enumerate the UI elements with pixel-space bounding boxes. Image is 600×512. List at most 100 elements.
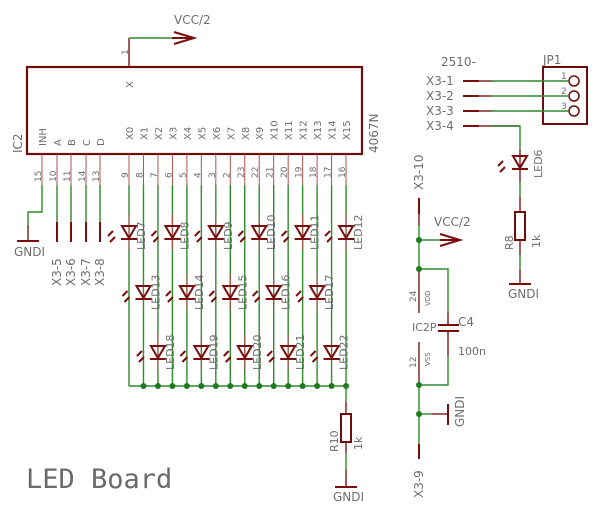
light-arrow-icon (136, 350, 143, 357)
channel-pin-label: X11 (284, 120, 295, 140)
header-pin-pad (568, 75, 580, 87)
channel-pin-label: X10 (270, 120, 281, 140)
channel-pin-label: X14 (328, 120, 339, 140)
light-arrow-icon (311, 356, 319, 363)
junction (328, 383, 335, 389)
channel-pin-label: X1 (139, 127, 150, 140)
light-arrow-icon (196, 236, 203, 243)
ic2-common-pin-number: 1 (121, 49, 131, 55)
channel-pin-label: X6 (212, 127, 223, 140)
led-name: LED14 (193, 274, 206, 310)
header-connector-label: X3-2 (426, 89, 454, 103)
channel-pin-number: 16 (338, 166, 348, 178)
power-ic-part: IC2P (412, 321, 437, 334)
light-arrow-icon (165, 290, 172, 297)
junction (227, 383, 234, 389)
led-symbol (295, 274, 326, 310)
junction (256, 383, 263, 389)
vss-pin-number: 12 (409, 357, 419, 368)
header-connector-label: X3-4 (426, 119, 454, 133)
light-arrow-icon (121, 290, 129, 297)
led-symbol (223, 334, 254, 370)
led-name: LED7 (135, 221, 148, 250)
channel-pin-number: 9 (121, 172, 131, 178)
control-connector-label: X3-6 (64, 258, 78, 286)
control-pin-number: 14 (78, 170, 88, 182)
r10-body (340, 413, 352, 443)
light-arrow-icon (280, 230, 288, 237)
junction (212, 383, 219, 389)
junction (299, 383, 306, 389)
control-connector-label: X3-8 (93, 258, 107, 286)
channel-pin-label: X5 (197, 127, 208, 140)
light-arrow-icon (194, 230, 201, 237)
control-connector-label: X3-7 (79, 258, 93, 286)
light-arrow-icon (181, 356, 189, 363)
control-pin-number: 10 (49, 170, 59, 182)
led-name: LED9 (222, 221, 235, 250)
light-arrow-icon (309, 350, 317, 357)
led-name: LED11 (309, 214, 322, 250)
led-symbol (266, 334, 297, 370)
light-arrow-icon (295, 290, 302, 297)
control-pin-label: C (82, 139, 93, 146)
junction (270, 383, 277, 389)
led-name: LED8 (178, 221, 191, 250)
gnd-label-inh: GNDI (14, 245, 45, 259)
light-arrow-icon (107, 230, 114, 237)
led-name: LED10 (265, 214, 278, 250)
channel-pin-label: X2 (154, 127, 165, 140)
junction (416, 382, 422, 388)
channel-pin-number: 19 (295, 166, 305, 178)
header-connector-label: X3-1 (426, 74, 454, 88)
junction (416, 266, 422, 272)
light-arrow-icon (223, 350, 230, 357)
led-name: LED20 (251, 334, 264, 370)
led-symbol (107, 214, 138, 250)
channel-pin-number: 20 (280, 166, 290, 178)
junction (416, 411, 422, 417)
control-pin-number: 11 (63, 171, 73, 182)
channel-pin-label: X13 (313, 120, 324, 140)
light-arrow-icon (268, 356, 275, 363)
control-pin-number: 15 (34, 171, 44, 182)
channel-pin-number: 4 (193, 172, 203, 178)
led-symbol (165, 274, 196, 310)
junction (285, 383, 292, 389)
led-symbol (309, 334, 341, 370)
header-pin-pad (568, 90, 580, 102)
led-symbol (136, 334, 167, 370)
junction (416, 237, 422, 243)
cap-value: 100n (458, 345, 486, 358)
channel-pin-number: 3 (208, 172, 218, 178)
led-symbol (150, 214, 182, 250)
channel-pin-number: 22 (251, 167, 261, 178)
light-arrow-icon (326, 236, 333, 243)
channel-pin-label: X9 (255, 127, 266, 140)
cap-name: C4 (458, 315, 474, 329)
light-arrow-icon (297, 296, 304, 303)
led-name: LED19 (207, 334, 220, 370)
r8-value: 1k (530, 234, 543, 248)
gnd-label-r8: GNDI (508, 287, 539, 301)
led-name: LED12 (352, 214, 365, 250)
light-arrow-icon (266, 350, 273, 357)
channel-pin-label: X0 (125, 127, 136, 140)
light-arrow-icon (167, 296, 174, 303)
header-pin-number: 1 (561, 72, 567, 82)
channel-pin-number: 21 (266, 167, 276, 178)
light-arrow-icon (109, 236, 116, 243)
light-arrow-icon (239, 236, 246, 243)
led-name: LED18 (164, 334, 177, 370)
led-name: LED22 (338, 334, 351, 370)
header-name: JP1 (542, 53, 561, 67)
r10-value: 1k (352, 436, 365, 450)
vcc-label-top: VCC/2 (174, 13, 211, 27)
header-pin-number: 2 (561, 87, 567, 97)
led6-symbol (497, 155, 529, 173)
channel-pin-number: 23 (237, 167, 247, 178)
channel-pin-number: 7 (150, 172, 160, 178)
light-arrow-icon (150, 230, 158, 237)
junction (314, 383, 321, 389)
junction (169, 383, 176, 389)
